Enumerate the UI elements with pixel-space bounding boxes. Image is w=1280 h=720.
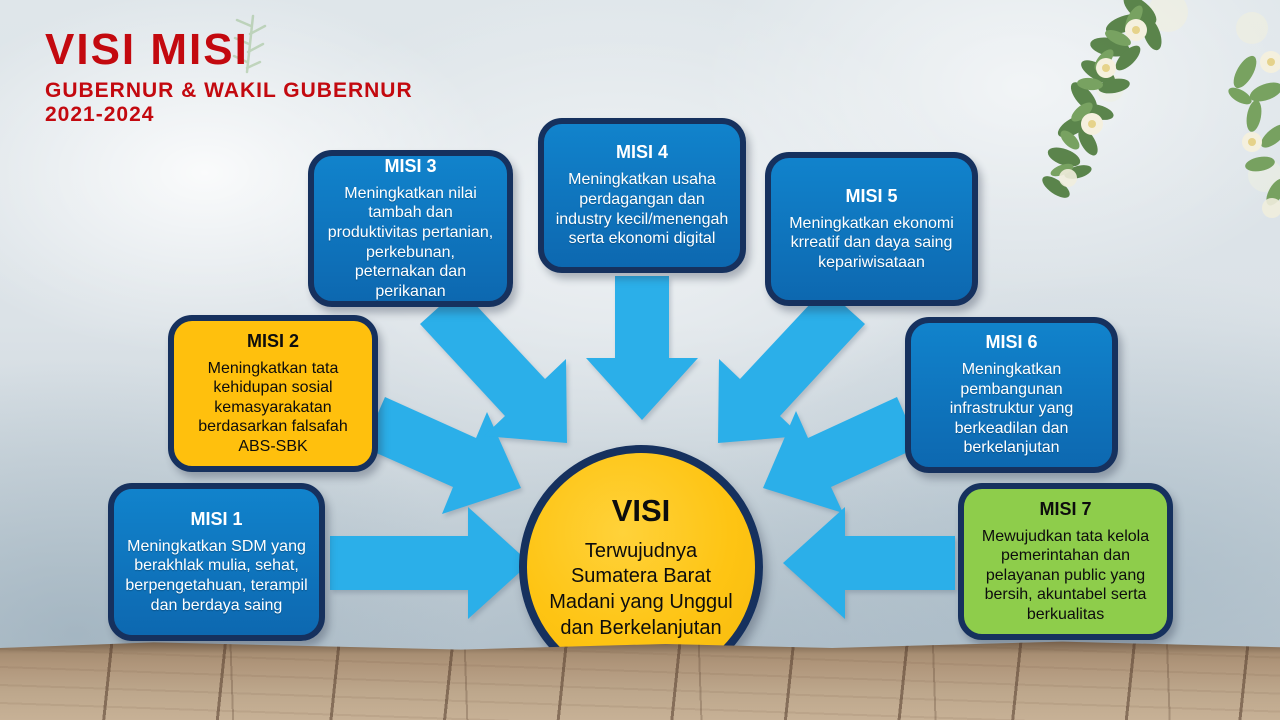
arrow-misi-4-icon (586, 276, 698, 420)
visi-text: Terwujudnya Sumatera Barat Madani yang U… (549, 539, 733, 639)
misi-1-box: MISI 1 Meningkatkan SDM yang berakhlak m… (108, 483, 325, 641)
misi-3-text: Meningkatkan nilai tambah dan produktivi… (327, 184, 494, 300)
misi-1-title: MISI 1 (190, 508, 243, 529)
header: VISI MISI GUBERNUR & WAKIL GUBERNUR 2021… (45, 28, 413, 127)
misi-1-text: Meningkatkan SDM yang berakhlak mulia, s… (125, 537, 308, 614)
misi-6-box: MISI 6 Meningkatkan pembangunan infrastr… (905, 317, 1118, 473)
arrow-misi-7-icon (783, 507, 955, 619)
flower-garland-icon (1042, 0, 1280, 218)
sprig-decoration-icon (232, 14, 267, 74)
arrow-misi-5-icon (718, 288, 865, 443)
arrow-misi-6-icon (763, 397, 919, 513)
page-subtitle: GUBERNUR & WAKIL GUBERNUR (45, 79, 413, 102)
misi-5-text: Meningkatkan ekonomi krreatif dan daya s… (789, 214, 954, 271)
misi-3-title: MISI 3 (384, 155, 437, 176)
visi-title: VISI (611, 492, 671, 528)
misi-7-text: Mewujudkan tata kelola pemerintahan dan … (981, 527, 1150, 623)
misi-4-box: MISI 4 Meningkatkan usaha perdagangan da… (538, 118, 746, 273)
misi-7-box: MISI 7 Mewujudkan tata kelola pemerintah… (958, 483, 1173, 640)
misi-4-title: MISI 4 (615, 142, 668, 163)
arrow-misi-2-icon (363, 397, 521, 514)
page-title: VISI MISI (45, 25, 249, 74)
misi-5-box: MISI 5 Meningkatkan ekonomi krreatif dan… (765, 152, 978, 306)
misi-2-box: MISI 2 Meningkatkan tata kehidupan sosia… (168, 315, 378, 472)
misi-2-title: MISI 2 (246, 330, 299, 351)
page-subtitle-years: 2021-2024 (45, 103, 155, 127)
misi-6-text: Meningkatkan pembangunan infrastruktur y… (949, 361, 1074, 457)
misi-4-text: Meningkatkan usaha perdagangan dan indus… (555, 171, 729, 248)
arrow-misi-3-icon (420, 288, 567, 443)
misi-2-text: Meningkatkan tata kehidupan sosial kemas… (198, 359, 348, 455)
misi-3-box: MISI 3 Meningkatkan nilai tambah dan pro… (308, 150, 513, 307)
misi-6-title: MISI 6 (985, 332, 1038, 353)
misi-5-title: MISI 5 (845, 185, 898, 206)
misi-7-title: MISI 7 (1039, 498, 1092, 519)
arrow-misi-1-icon (330, 507, 530, 619)
wood-floor (0, 641, 1280, 720)
